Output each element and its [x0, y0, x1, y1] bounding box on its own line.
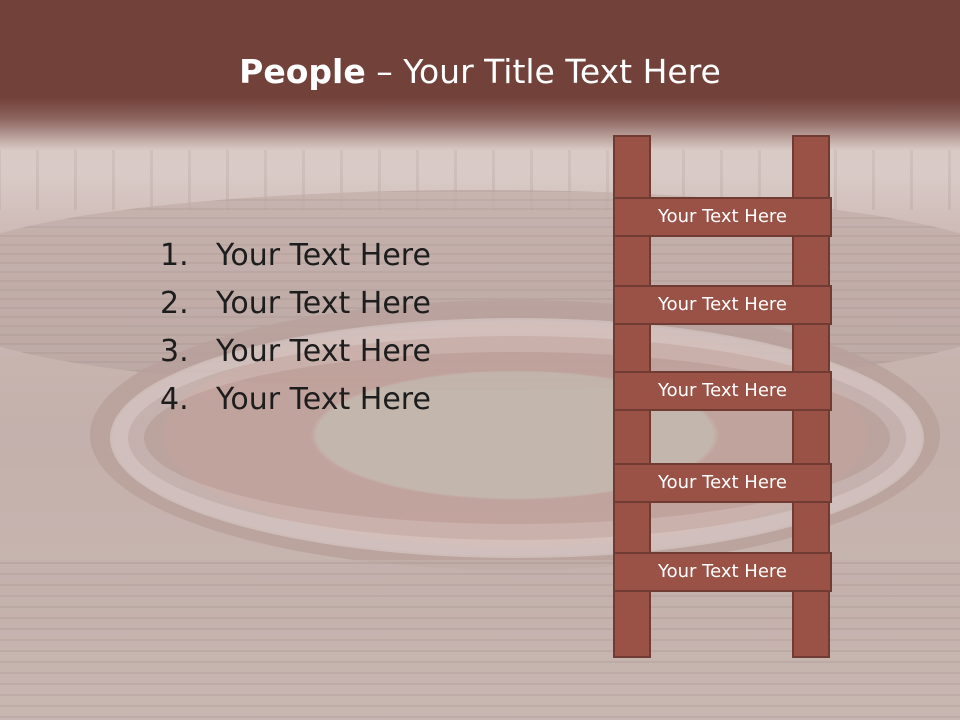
list-item: 2. Your Text Here: [160, 281, 431, 329]
slide-title: People – Your Title Text Here: [0, 52, 960, 91]
title-rest: – Your Title Text Here: [365, 52, 721, 91]
list-number: 3.: [160, 334, 189, 369]
list-item: 1. Your Text Here: [160, 233, 431, 281]
title-bold: People: [239, 52, 366, 91]
title-bar: People – Your Title Text Here: [0, 0, 960, 175]
list-text: Your Text Here: [216, 286, 431, 321]
list-number: 4.: [160, 382, 189, 417]
numbered-list: 1. Your Text Here 2. Your Text Here 3. Your…: [160, 233, 431, 425]
list-number: 2.: [160, 286, 189, 321]
ladder-rung-5: Your Text Here: [613, 552, 832, 592]
ladder-rung-1: Your Text Here: [613, 197, 832, 237]
list-text: Your Text Here: [216, 238, 431, 273]
list-number: 1.: [160, 238, 189, 273]
list-text: Your Text Here: [216, 382, 431, 417]
ladder-rung-4: Your Text Here: [613, 463, 832, 503]
track-lanes: [110, 318, 924, 558]
list-item: 3. Your Text Here: [160, 329, 431, 377]
list-item: 4. Your Text Here: [160, 377, 431, 425]
list-text: Your Text Here: [216, 334, 431, 369]
ladder-rung-2: Your Text Here: [613, 285, 832, 325]
ladder-rung-3: Your Text Here: [613, 371, 832, 411]
